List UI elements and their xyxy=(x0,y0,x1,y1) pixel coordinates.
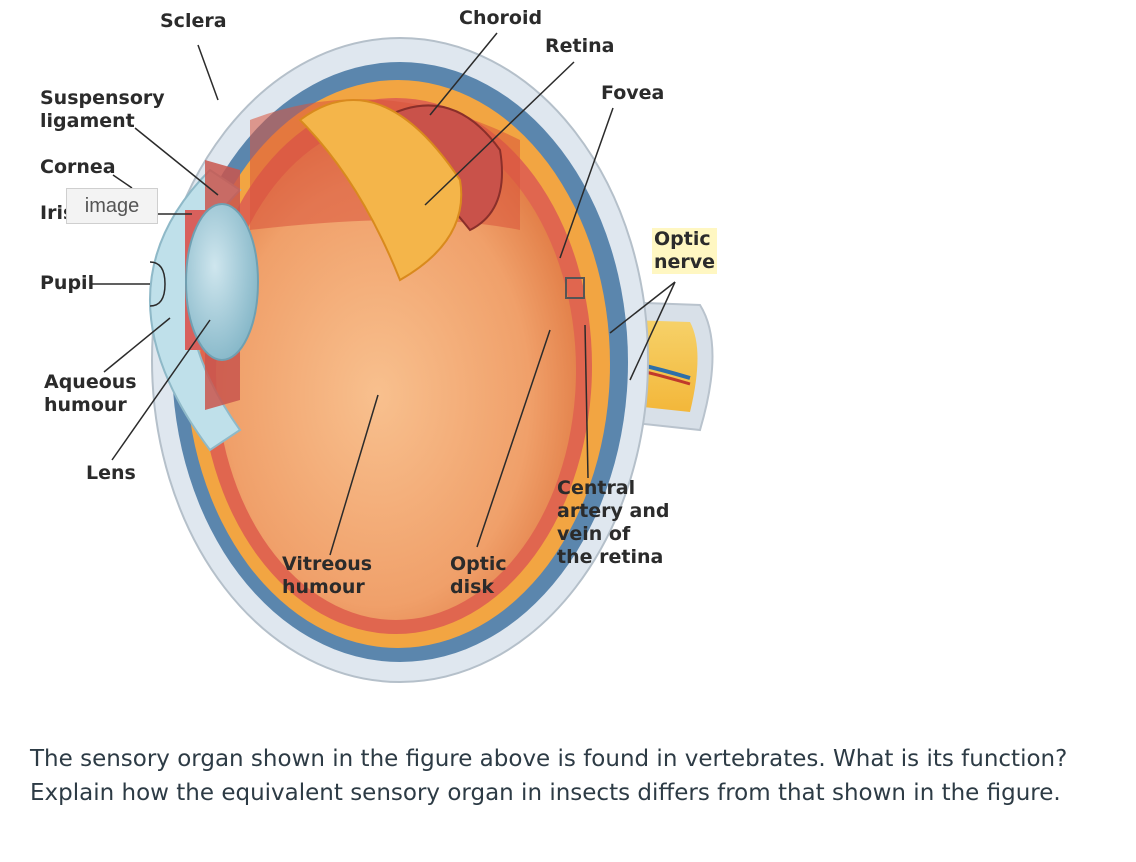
label-vitreous-humour: Vitreous humour xyxy=(282,553,373,598)
label-suspensory-ligament: Suspensory ligament xyxy=(40,87,165,132)
label-pupil: Pupil xyxy=(40,272,95,294)
label-fovea: Fovea xyxy=(601,82,665,104)
label-lens: Lens xyxy=(86,462,136,484)
label-aqueous-humour: Aqueous humour xyxy=(44,371,137,416)
label-iris: Iris xyxy=(40,202,75,224)
fovea-marker xyxy=(565,277,585,299)
label-central-artery-vein: Central artery and vein of the retina xyxy=(557,477,670,568)
retina-flap xyxy=(298,99,463,282)
label-optic-disk: Optic disk xyxy=(450,553,507,598)
vitreous-body xyxy=(216,120,576,620)
label-cornea: Cornea xyxy=(40,156,116,178)
image-placeholder-tag: image xyxy=(66,188,158,224)
label-retina: Retina xyxy=(545,35,615,57)
label-sclera: Sclera xyxy=(160,10,227,32)
lens-shape xyxy=(185,203,259,361)
label-choroid: Choroid xyxy=(459,7,543,29)
question-text: The sensory organ shown in the figure ab… xyxy=(30,746,1068,806)
eye-anatomy-diagram xyxy=(92,32,714,683)
label-optic-nerve: Optic nerve xyxy=(652,228,718,274)
leader-lines xyxy=(92,32,676,556)
